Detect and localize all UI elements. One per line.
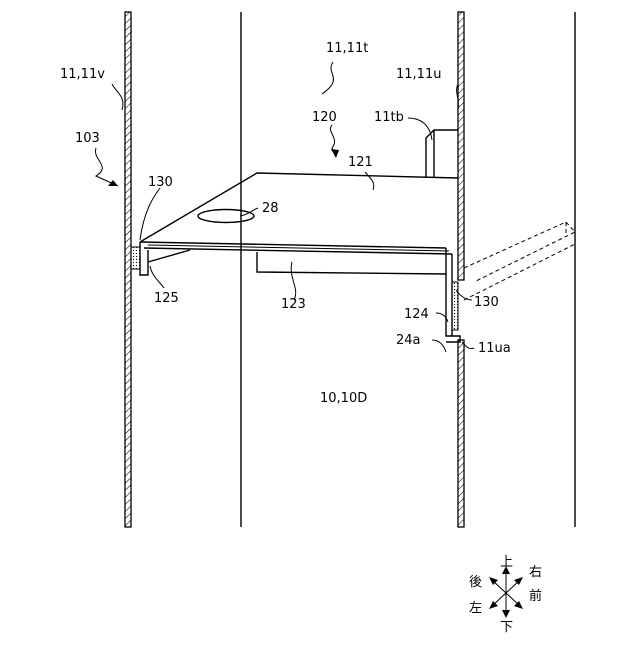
compass-left: 左 xyxy=(469,601,482,616)
label-cabinet: 10,10D xyxy=(320,391,367,406)
label-24a: 24a xyxy=(396,333,421,348)
bracket-11tb xyxy=(426,130,458,178)
compass-down: 下 xyxy=(500,620,513,635)
spacer-130-left xyxy=(131,247,140,269)
label-11tb: 11tb xyxy=(374,110,404,125)
label-130-right: 130 xyxy=(474,295,499,310)
ref-arrow-103 xyxy=(95,148,118,186)
hole-28 xyxy=(198,210,254,223)
direction-compass: 上 右 後 前 左 下 xyxy=(469,555,542,635)
shelf-plate-121 xyxy=(140,173,458,254)
dashed-extension xyxy=(464,222,575,300)
spacer-130-right xyxy=(452,282,458,330)
right-wall xyxy=(458,12,464,527)
label-121: 121 xyxy=(348,155,373,170)
compass-right: 右 xyxy=(529,565,542,580)
support-123 xyxy=(257,252,446,274)
compass-up: 上 xyxy=(500,555,513,570)
label-103: 103 xyxy=(75,131,100,146)
label-130-left: 130 xyxy=(148,175,173,190)
label-124: 124 xyxy=(404,307,429,322)
label-120: 120 xyxy=(312,110,337,125)
compass-front: 前 xyxy=(529,588,542,604)
label-wall-left: 11,11v xyxy=(60,67,105,82)
label-28: 28 xyxy=(262,201,279,216)
label-125: 125 xyxy=(154,291,179,306)
label-11ua: 11ua xyxy=(478,341,511,356)
label-assembly-top: 11,11t xyxy=(326,41,368,56)
label-wall-right: 11,11u xyxy=(396,67,441,82)
left-wall xyxy=(125,12,131,527)
label-123: 123 xyxy=(281,297,306,312)
ref-arrow-120 xyxy=(330,125,339,158)
compass-rear: 後 xyxy=(469,575,482,590)
flange-125 xyxy=(140,242,190,275)
